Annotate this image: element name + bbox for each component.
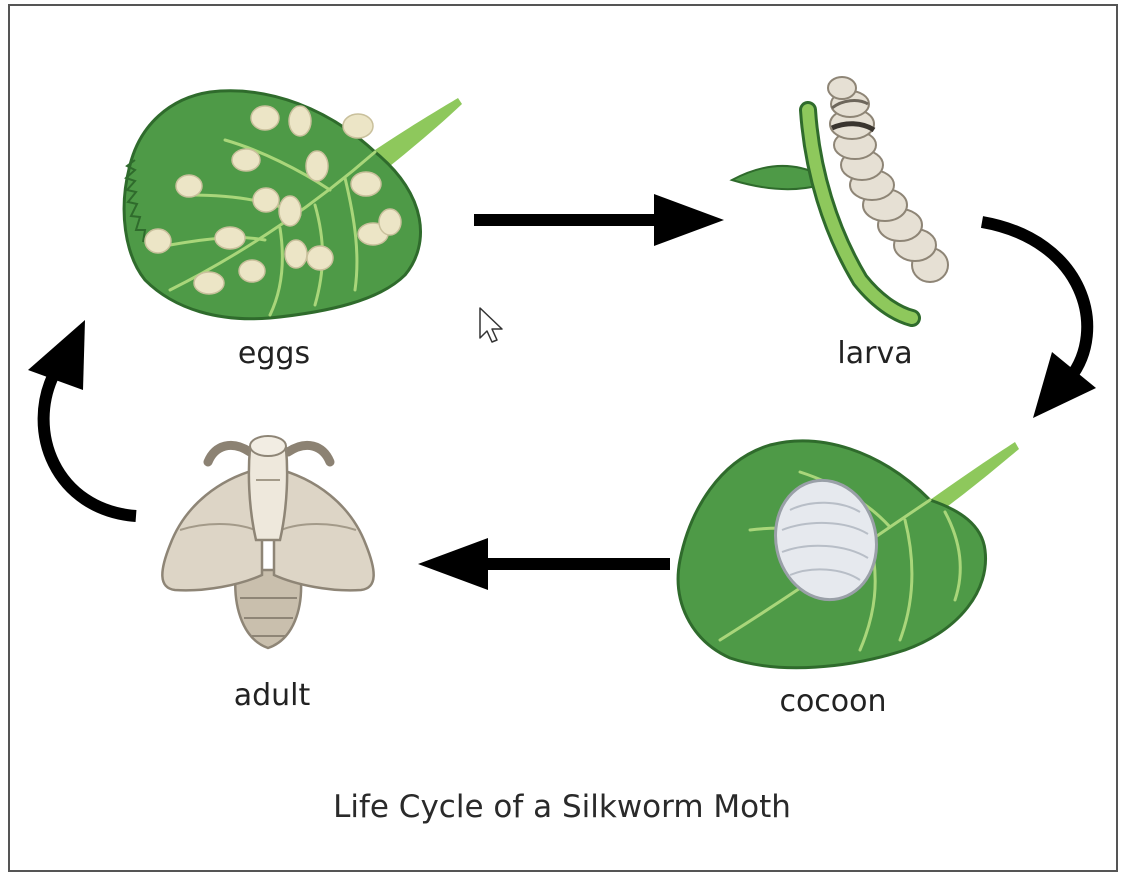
diagram-title: Life Cycle of a Silkworm Moth	[333, 789, 791, 825]
leaf-with-cocoon-icon	[676, 439, 1019, 670]
stage-label-adult: adult	[233, 678, 311, 713]
stage-label-eggs: eggs	[237, 336, 311, 371]
cursor-icon	[479, 307, 503, 343]
larva-icon	[729, 76, 949, 327]
stage-label-larva: larva	[837, 336, 913, 371]
stage-label-cocoon: cocoon	[779, 684, 887, 719]
arrow-adult-to-eggs	[28, 320, 137, 522]
arrow-larva-to-cocoon	[980, 216, 1096, 418]
leaf-with-eggs-icon	[122, 89, 462, 321]
arrow-eggs-to-larva	[474, 194, 724, 246]
moth-icon	[161, 435, 375, 650]
arrow-cocoon-to-adult	[418, 538, 670, 590]
